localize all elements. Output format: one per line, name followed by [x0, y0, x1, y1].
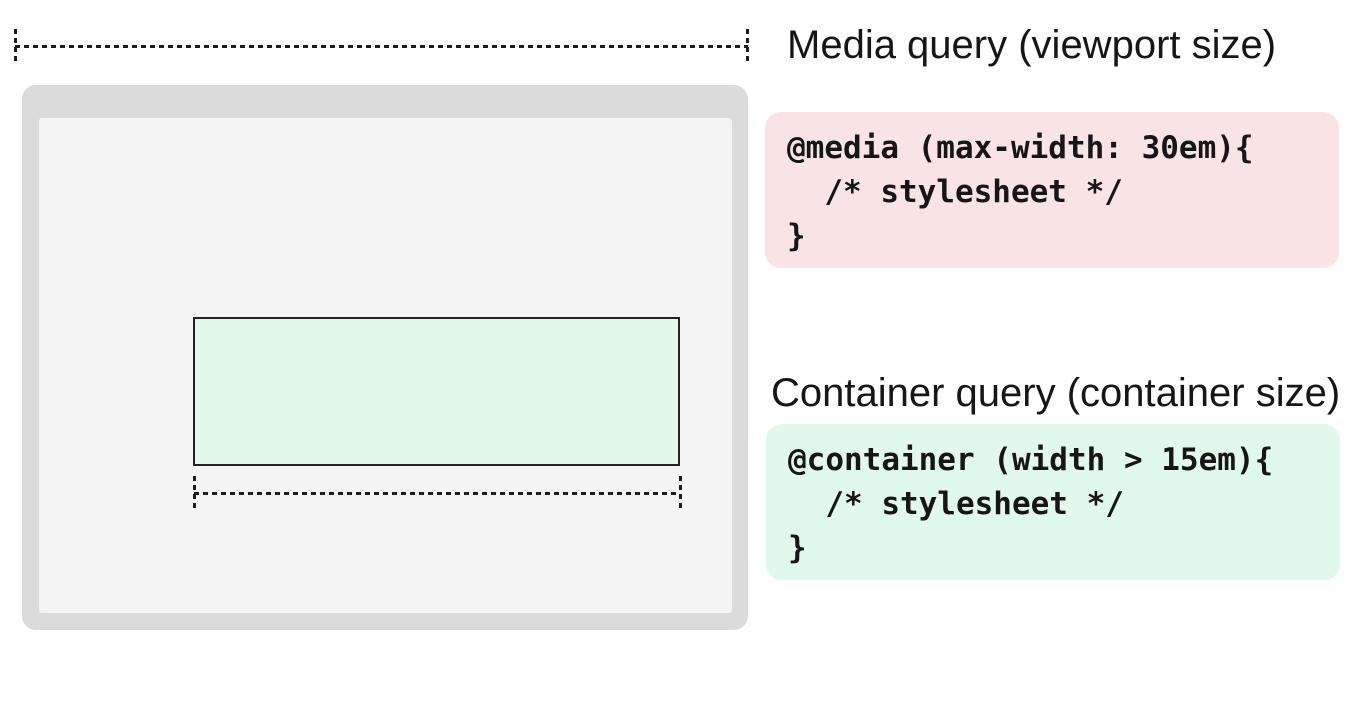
viewport-ruler-left-cap: [14, 29, 17, 64]
viewport-ruler-right-cap: [746, 29, 749, 64]
container-ruler-left-cap: [193, 476, 196, 512]
code-line: @container (width > 15em){: [788, 442, 1274, 478]
browser-page-area: [39, 118, 732, 613]
browser-window: [22, 85, 748, 630]
container-element-box: [193, 317, 680, 466]
browser-titlebar: [22, 85, 748, 118]
container-query-heading: Container query (container size): [771, 371, 1341, 415]
media-query-heading: Media query (viewport size): [787, 23, 1277, 67]
container-ruler-line: [194, 492, 680, 495]
code-line: }: [787, 218, 806, 254]
code-line: @media (max-width: 30em){: [787, 130, 1254, 166]
media-query-code-block: @media (max-width: 30em){ /* stylesheet …: [765, 112, 1339, 268]
viewport-ruler-line: [15, 45, 748, 48]
code-line: /* stylesheet */: [788, 486, 1124, 522]
code-line: /* stylesheet */: [787, 174, 1123, 210]
container-ruler-right-cap: [679, 476, 682, 512]
container-query-code-block: @container (width > 15em){ /* stylesheet…: [766, 424, 1340, 580]
code-line: }: [788, 530, 807, 566]
